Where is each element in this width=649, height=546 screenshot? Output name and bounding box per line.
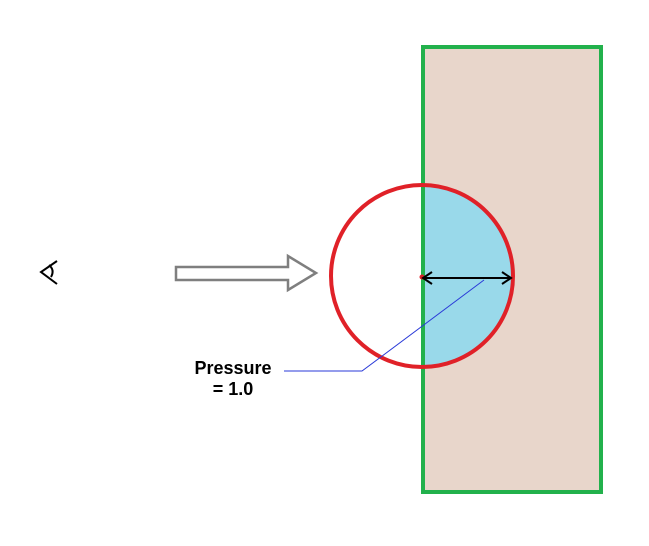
leader-line (284, 279, 485, 372)
pressure-title: Pressure (194, 358, 272, 378)
pressure-value: = 1.0 (212, 379, 254, 399)
pressure-label: Pressure = 1.0 (178, 358, 288, 400)
right-arrow-icon (174, 253, 319, 293)
double-headed-arrow-icon (421, 271, 513, 285)
eye-icon (39, 260, 58, 285)
probe-circle (329, 183, 515, 369)
